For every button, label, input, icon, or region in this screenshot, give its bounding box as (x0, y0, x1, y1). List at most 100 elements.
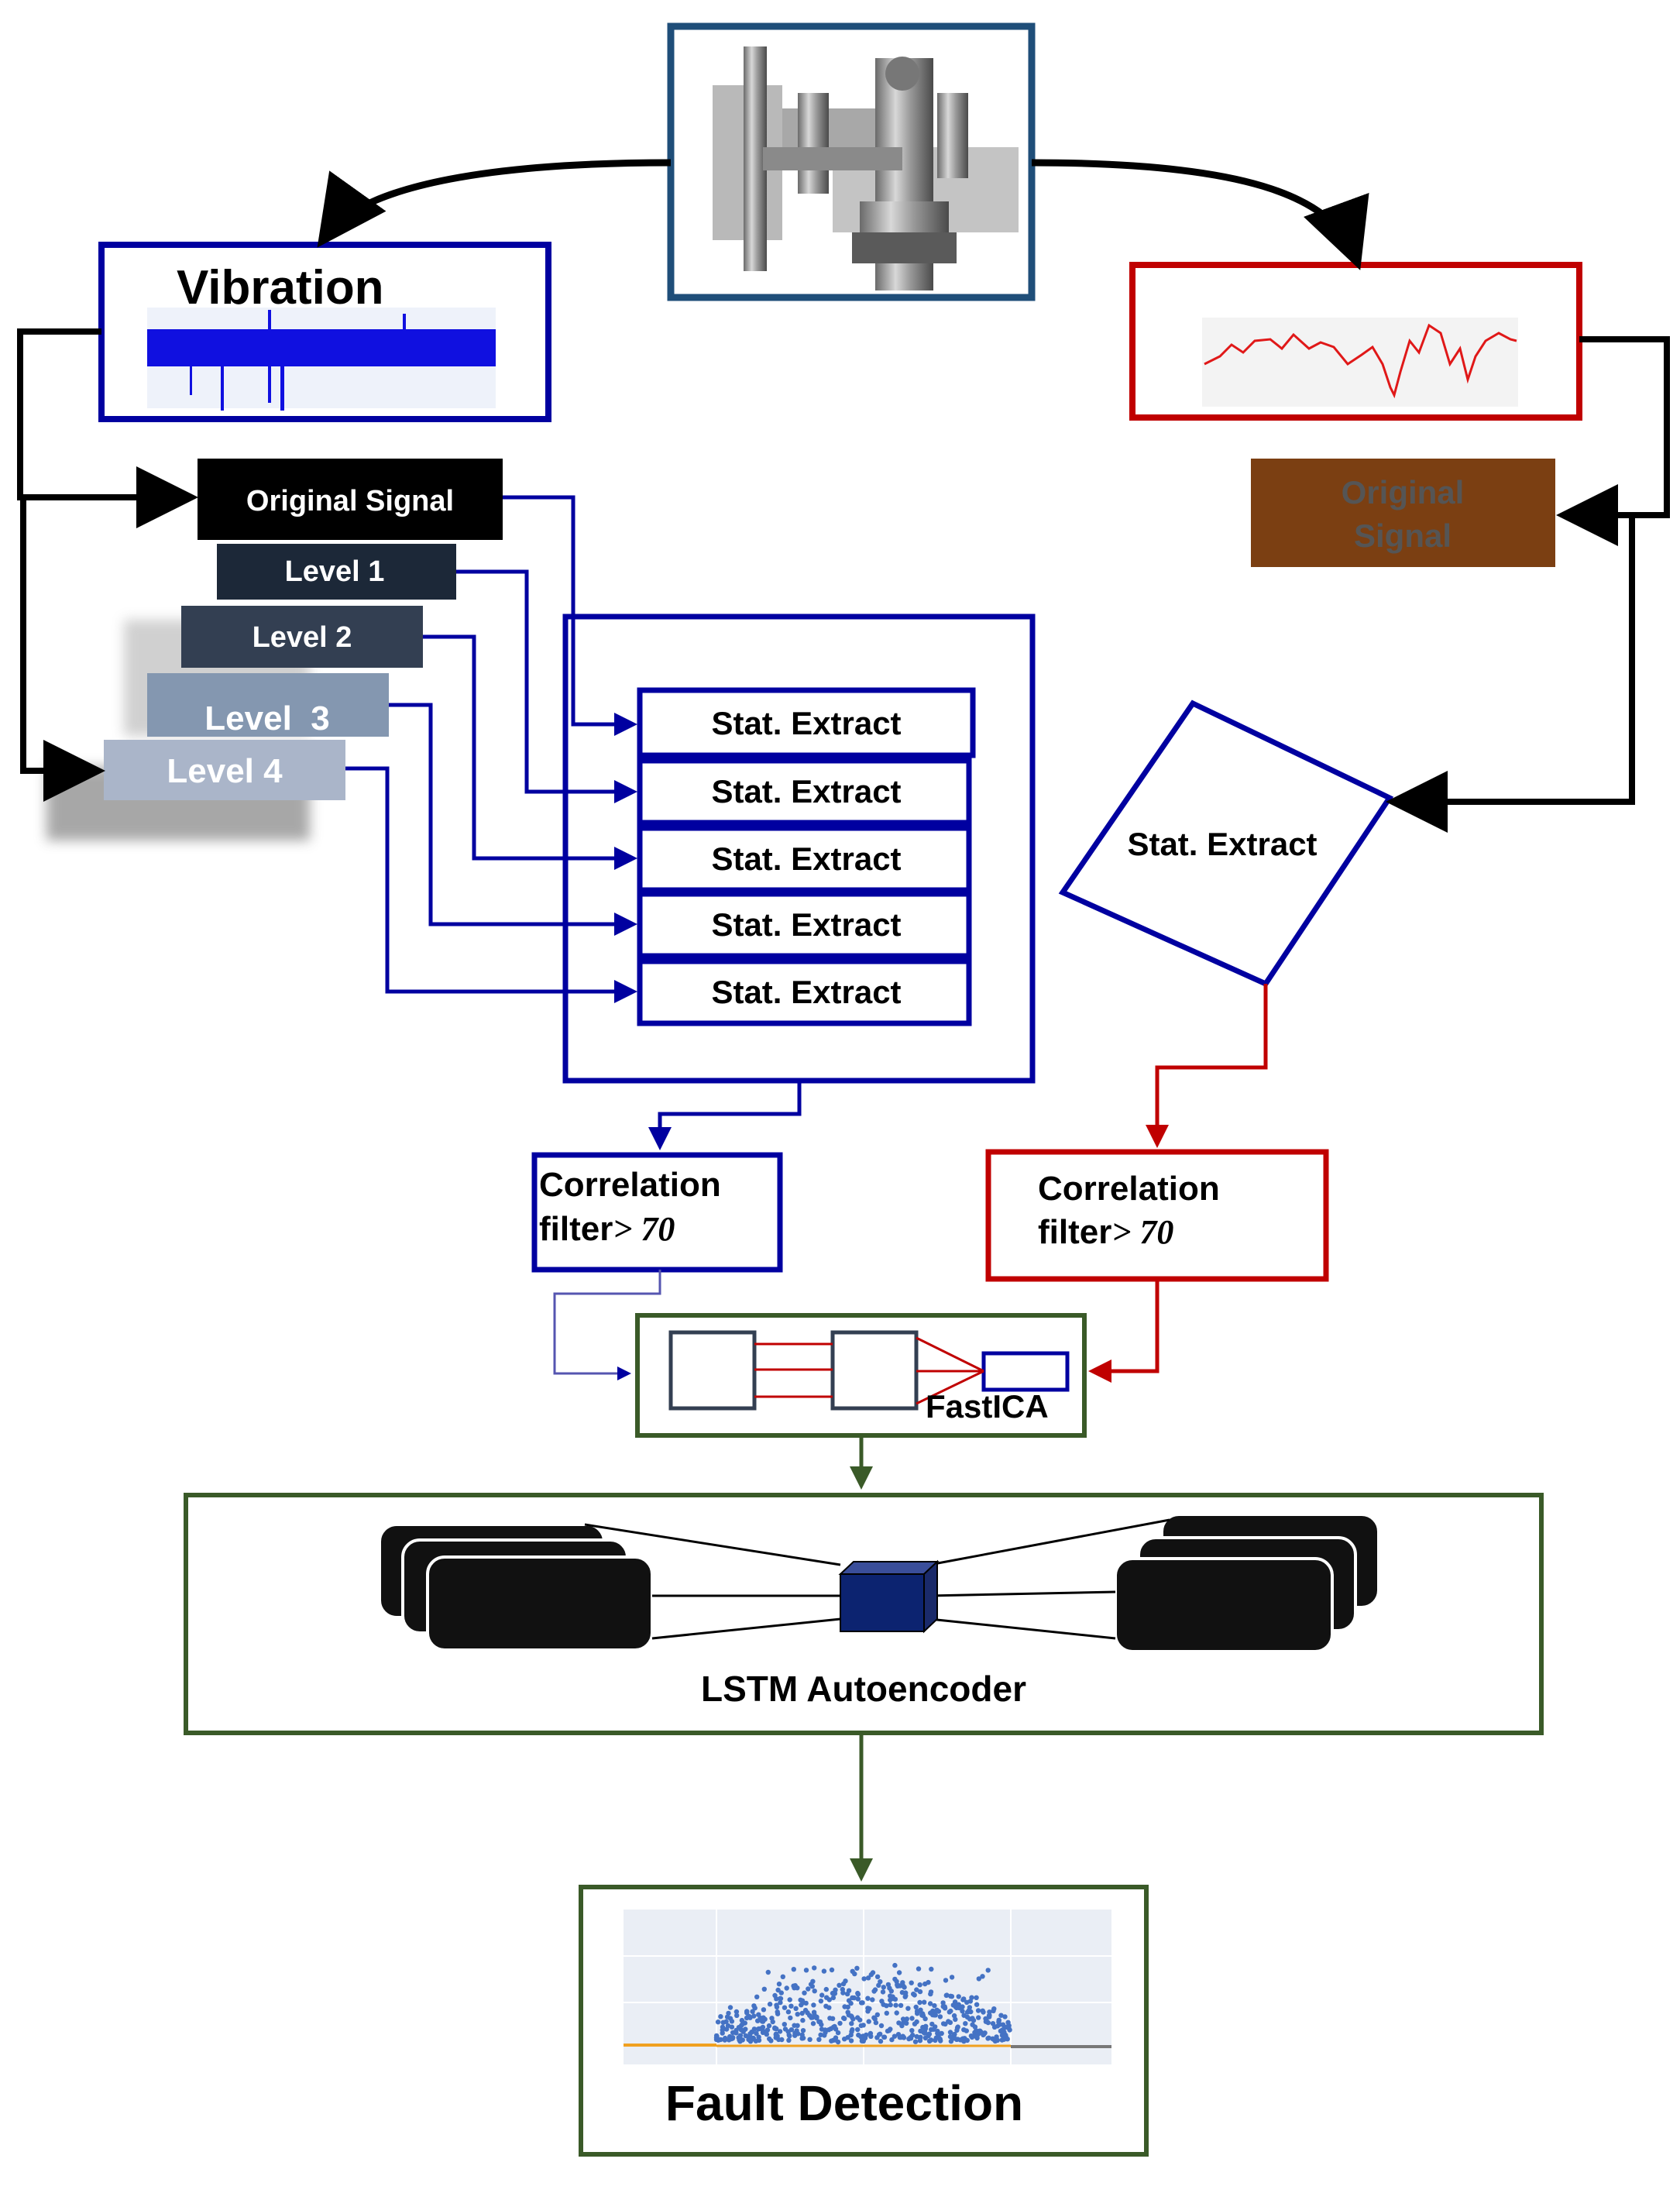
scatter-point (819, 1992, 825, 1998)
scatter-point (960, 2004, 965, 2009)
scatter-point (960, 2009, 965, 2014)
scatter-point (909, 1980, 914, 1985)
scatter-point (929, 1966, 934, 1972)
acoustic-stat-extract-diamond: Stat. Extract (1058, 700, 1394, 988)
scatter-point (1002, 2014, 1008, 2020)
scatter-point (850, 2026, 855, 2033)
scatter-point (726, 2010, 731, 2016)
scatter-point (983, 2016, 988, 2022)
scatter-point (743, 2026, 748, 2032)
stat-extract-label-3: Stat. Extract (711, 840, 901, 877)
scatter-point (888, 2026, 893, 2032)
scatter-point (787, 1997, 792, 2002)
scatter-point (955, 2037, 960, 2042)
scatter-point (917, 2035, 923, 2040)
scatter-point (998, 2013, 1004, 2018)
scatter-point (840, 1990, 846, 1995)
scatter-point (778, 1999, 783, 2006)
scatter-point (819, 2022, 824, 2027)
scatter-point (892, 1962, 898, 1968)
scatter-point (928, 1991, 933, 1997)
fault-scatter-plot (713, 1962, 1012, 2045)
scatter-point (793, 2006, 799, 2011)
scatter-point (744, 2010, 750, 2016)
scatter-point (811, 2009, 817, 2015)
level-1-block (217, 544, 456, 600)
scatter-point (809, 2015, 816, 2020)
arrow-gearbox-to-vibration (317, 159, 672, 248)
scatter-point (792, 2023, 797, 2028)
correlation-right-threshold: > 70 (1111, 1213, 1173, 1251)
arrow-acoustic-to-stat-extract (1386, 515, 1635, 833)
scatter-point (798, 1997, 803, 2002)
scatter-point (949, 1975, 955, 1980)
scatter-point (786, 2037, 792, 2043)
scatter-point (829, 1967, 835, 1973)
scatter-point (901, 1983, 906, 1989)
scatter-point (985, 1968, 991, 1973)
level-2-block (181, 606, 423, 668)
scatter-point (906, 2036, 912, 2042)
scatter-point (961, 2027, 967, 2033)
scatter-point (827, 2016, 833, 2021)
scatter-point (810, 1978, 816, 1984)
arrow-correlation-left-to-fastica (553, 1270, 661, 1380)
scatter-point (998, 2028, 1004, 2034)
scatter-point (858, 2023, 864, 2029)
scatter-point (807, 2037, 813, 2042)
scatter-point (805, 2010, 810, 2016)
scatter-point (802, 1990, 807, 1995)
scatter-point (980, 2008, 985, 2013)
scatter-point (855, 1996, 861, 2002)
vibration-title: Vibration (177, 261, 384, 315)
scatter-point (868, 1971, 874, 1978)
scatter-point (788, 2027, 795, 2033)
scatter-point (888, 1997, 893, 2003)
arrow-level4-to-stat5 (345, 766, 637, 1003)
scatter-point (746, 2037, 751, 2043)
level-3-block (147, 673, 389, 737)
scatter-point (915, 2011, 920, 2016)
correlation-left-line2: filter (539, 1210, 613, 1248)
scatter-point (782, 2005, 788, 2010)
scatter-point (718, 2014, 723, 2020)
scatter-point (795, 2012, 800, 2017)
scatter-point (811, 2002, 816, 2008)
arrow-gearbox-to-acoustic (1031, 159, 1369, 270)
scatter-point (867, 2006, 872, 2012)
stat-extract-label-2: Stat. Extract (711, 773, 901, 810)
scatter-point (948, 2038, 954, 2044)
scatter-point (837, 2020, 843, 2026)
scatter-point (756, 2037, 762, 2043)
scatter-point (991, 2024, 998, 2030)
level-2-label: Level 2 (253, 621, 352, 654)
scatter-point (922, 2030, 927, 2036)
scatter-point (849, 2021, 854, 2026)
scatter-point (800, 2035, 806, 2041)
scatter-point (791, 1967, 796, 1972)
scatter-point (876, 1982, 881, 1989)
scatter-point (996, 2017, 1001, 2023)
stat-extract-box-3 (637, 825, 972, 893)
scatter-point (933, 2037, 938, 2044)
scatter-point (969, 2034, 975, 2040)
scatter-point (923, 2023, 929, 2029)
scatter-point (730, 2030, 736, 2036)
scatter-point (937, 2014, 943, 2020)
stat-extract-label-1: Stat. Extract (711, 705, 901, 741)
scatter-point (943, 1992, 950, 1999)
scatter-point (724, 2014, 730, 2020)
scatter-point (887, 1985, 892, 1991)
scatter-point (754, 2030, 759, 2037)
scatter-point (999, 2037, 1005, 2043)
scatter-point (812, 1989, 817, 1994)
scatter-point (775, 1987, 781, 1993)
scatter-point (764, 2027, 771, 2033)
scatter-point (812, 1965, 817, 1971)
scatter-point (751, 2003, 757, 2009)
scatter-point (842, 2016, 847, 2021)
scatter-point (866, 2019, 871, 2024)
scatter-point (969, 1995, 974, 2000)
scatter-point (932, 2002, 937, 2009)
